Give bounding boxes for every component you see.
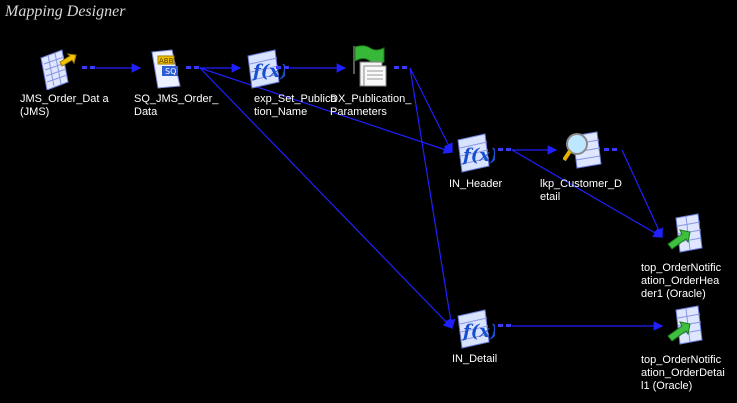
output-port <box>82 66 96 69</box>
svg-text:ABB: ABB <box>159 57 174 65</box>
output-port <box>276 66 290 69</box>
lookup-icon <box>563 131 602 169</box>
window-title: Mapping Designer <box>5 3 126 20</box>
node-label: top_OrderNotific ation_OrderDetai l1 (Or… <box>641 354 725 392</box>
target-definition-icon <box>667 305 703 345</box>
node-label: SQ_JMS_Order_ Data <box>134 93 219 118</box>
svg-text:f(x): f(x) <box>251 61 285 82</box>
node-label: lkp_Customer_D etail <box>540 178 622 203</box>
output-port <box>186 66 200 69</box>
target-definition-icon <box>667 213 703 253</box>
node-label: top_OrderNotific ation_OrderHea der1 (Or… <box>641 262 722 300</box>
svg-text:f(x): f(x) <box>461 321 495 342</box>
link-dx-inh <box>409 67 453 154</box>
output-port <box>394 66 408 69</box>
link-dx-ind <box>409 67 456 330</box>
svg-text:SQ: SQ <box>165 67 176 76</box>
node-label: DX_Publication_ Parameters <box>330 93 412 118</box>
link-inh-tgt1 <box>511 149 664 238</box>
source-qualifier-icon: ABB SQ <box>151 49 181 89</box>
link-sq-inh <box>199 67 454 154</box>
expression-icon: f(x) <box>457 309 495 349</box>
data-exchange-flag-icon <box>353 45 387 87</box>
link-lkp-tgt1 <box>621 149 663 239</box>
node-label: IN_Header <box>449 178 503 190</box>
node-label: IN_Detail <box>452 353 498 365</box>
output-port <box>498 148 512 151</box>
node-label: JMS_Order_Dat a (JMS) <box>20 93 109 118</box>
expression-icon: f(x) <box>457 133 495 173</box>
expression-icon: f(x) <box>247 49 285 89</box>
link-sq-ind <box>199 67 453 329</box>
node-label: exp_Set_Publica tion_Name <box>254 93 337 118</box>
svg-text:f(x): f(x) <box>461 145 495 166</box>
output-port <box>498 324 512 327</box>
output-port <box>604 148 618 151</box>
source-definition-icon <box>40 49 77 90</box>
